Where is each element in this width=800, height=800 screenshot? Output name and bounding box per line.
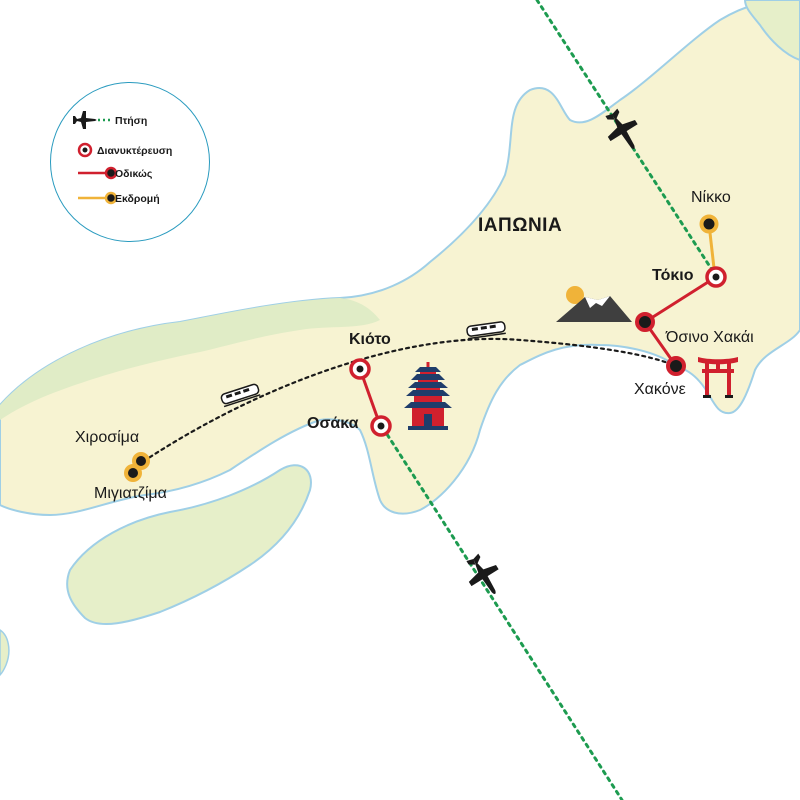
airplane-icon bbox=[466, 553, 499, 594]
city-label-hiroshima: Χιροσίμα bbox=[75, 429, 140, 446]
shikoku-kyushu-land bbox=[66, 464, 312, 625]
small-island-left bbox=[0, 629, 10, 677]
legend-flight-label: Πτήση bbox=[115, 115, 148, 127]
marker-tokyo[interactable] bbox=[705, 266, 727, 288]
train-icon bbox=[466, 321, 506, 340]
train-icon bbox=[220, 383, 261, 408]
city-label-nikko: Νίκκο bbox=[691, 189, 731, 206]
legend-road-label: Οδικώς bbox=[115, 168, 153, 180]
city-label-tokyo: Τόκιο bbox=[652, 267, 694, 284]
flight-route-from-osaka bbox=[381, 426, 624, 800]
marker-hakone[interactable] bbox=[666, 356, 686, 376]
torii-gate-icon bbox=[698, 357, 738, 398]
marker-osaka[interactable] bbox=[370, 415, 392, 437]
country-label: ΙΑΠΩΝΙΑ bbox=[478, 215, 563, 236]
train-route bbox=[136, 337, 678, 467]
city-label-miyajima: Μιγιατζίμα bbox=[94, 485, 167, 502]
map-legend: Πτήση Διανυκτέρευση Οδικώς Εκδρομή bbox=[50, 82, 210, 242]
honshu-land bbox=[0, 0, 800, 517]
marker-kyoto[interactable] bbox=[349, 358, 371, 380]
airplane-icon bbox=[605, 108, 638, 149]
marker-miyajima[interactable] bbox=[124, 464, 142, 482]
overnight-markers bbox=[349, 266, 727, 437]
road-route-icon bbox=[78, 166, 118, 180]
city-label-hakone: Χακόνε bbox=[634, 381, 686, 398]
marker-nikko[interactable] bbox=[699, 214, 719, 234]
land-layer bbox=[0, 0, 800, 677]
legend-overnight-label: Διανυκτέρευση bbox=[97, 145, 173, 157]
city-label-osaka: Οσάκα bbox=[307, 415, 359, 432]
legend-excursion-label: Εκδρομή bbox=[115, 193, 160, 205]
pagoda-icon bbox=[404, 362, 452, 430]
mount-fuji-icon bbox=[556, 286, 632, 322]
city-label-oshino-hakkai: Όσινο Χακάι bbox=[666, 329, 754, 346]
excursion-markers bbox=[124, 214, 719, 482]
honshu-green-edge bbox=[0, 298, 380, 420]
city-label-kyoto: Κιότο bbox=[349, 331, 391, 348]
north-corner-land bbox=[743, 0, 800, 62]
marker-hiroshima[interactable] bbox=[132, 452, 150, 470]
overnight-marker-icon bbox=[77, 142, 93, 158]
excursion-route-icon bbox=[78, 191, 118, 205]
airplane-icon bbox=[73, 111, 113, 129]
marker-oshino-hakkai[interactable] bbox=[635, 312, 655, 332]
